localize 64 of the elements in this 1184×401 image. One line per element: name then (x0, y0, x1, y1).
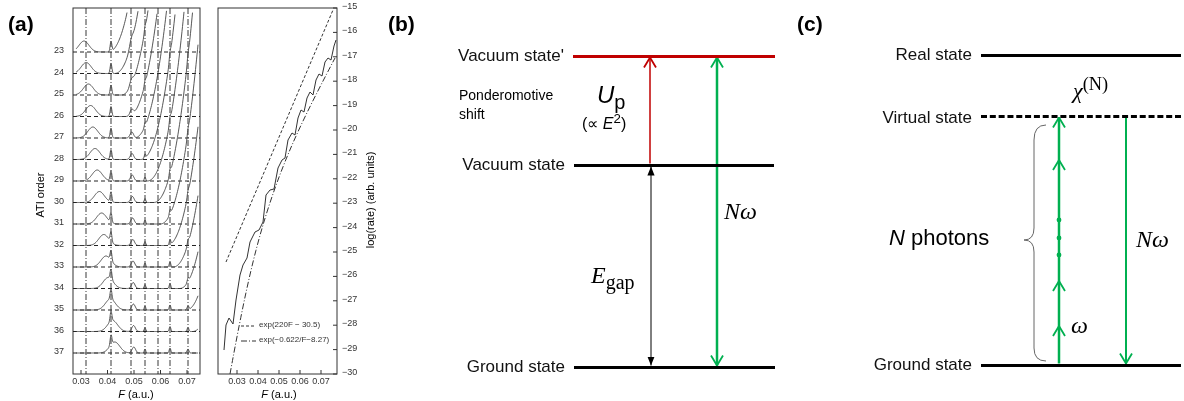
level-label: Ground state (873, 355, 972, 375)
panel-label: (a) (8, 12, 34, 36)
tick-label: −28 (342, 319, 358, 330)
tick-label: 34 (54, 282, 64, 293)
tick-label: 26 (54, 110, 64, 121)
tick-label: 0.04 (98, 377, 117, 387)
tick-label: 28 (54, 153, 64, 164)
tick-label: −23 (342, 197, 358, 208)
arrow (1052, 116, 1066, 364)
tick-label: −19 (342, 99, 358, 110)
tick-label: −30 (342, 368, 358, 378)
panel-label: (c) (797, 12, 823, 36)
tick-label: 29 (54, 175, 64, 185)
tick-label: 37 (54, 347, 64, 357)
tick-label: −22 (342, 172, 358, 183)
axis-title: F (a.u.) (261, 388, 297, 401)
tick-label: 0.05 (125, 377, 143, 387)
tick-label: −26 (342, 270, 358, 281)
tick-label: 25 (54, 89, 64, 99)
tick-label: −16 (342, 26, 358, 37)
level-label: Vacuum state' (458, 46, 564, 66)
legend-text: exp(220F − 30.5) (259, 321, 321, 330)
tick-label: 30 (54, 196, 64, 207)
tick-label: 0.03 (228, 377, 246, 387)
tick-label: 0.07 (312, 377, 330, 387)
axis-title: ATI order (33, 172, 47, 218)
level-label: Real state (895, 45, 972, 65)
tick-label: −21 (342, 148, 358, 159)
tick-label: −15 (342, 2, 358, 12)
tick-label: −24 (342, 221, 358, 232)
tick-label: 35 (54, 304, 64, 314)
tick-label: 31 (54, 218, 64, 228)
arrow (1119, 116, 1133, 365)
tick-label: 0.05 (270, 377, 288, 387)
tick-label: 33 (54, 261, 64, 271)
tick-label: −18 (342, 75, 358, 86)
level-label: Virtual state (882, 107, 972, 128)
annotation-text: Ponderomotive shift (459, 86, 555, 124)
arrow (710, 56, 724, 367)
level-label: Vacuum state (462, 155, 565, 175)
tick-label: 0.04 (249, 377, 267, 387)
tick-label: 36 (54, 325, 64, 336)
arrow (643, 56, 657, 165)
tick-label: −29 (342, 343, 358, 354)
tick-label: 0.03 (72, 377, 90, 387)
math-label: χ$^{(N)}$ (1073, 74, 1109, 104)
tick-label: 0.07 (178, 377, 196, 387)
tick-label: 24 (54, 67, 64, 78)
tick-label: −20 (342, 124, 358, 134)
legend-text: exp(−0.622/F−8.27) (259, 336, 330, 345)
level-label: Ground state (466, 357, 565, 377)
tick-label: −25 (342, 246, 358, 256)
axis-title: F (a.u.) (118, 388, 154, 401)
tick-label: −17 (342, 50, 358, 61)
panel-label: (b) (388, 12, 415, 36)
tick-label: 0.06 (291, 377, 309, 387)
tick-label: 0.06 (151, 377, 170, 387)
axis-title: log(rate) (arb. units) (363, 151, 377, 249)
tick-label: 32 (54, 239, 64, 250)
tick-label: 27 (54, 132, 64, 142)
tick-label: −27 (342, 294, 358, 305)
arrow (647, 166, 655, 366)
tick-label: 23 (54, 46, 64, 56)
brace-label: N photons (889, 226, 990, 251)
